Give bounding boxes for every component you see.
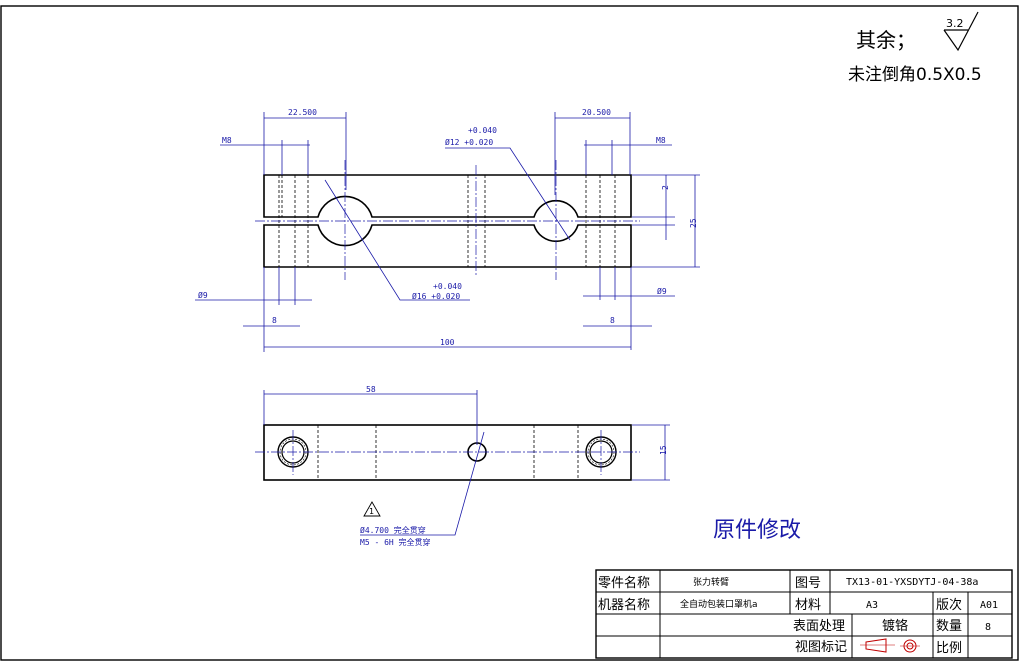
tb-scale-label: 比例 (936, 641, 962, 656)
dim-overall-length: 100 (440, 338, 455, 347)
tb-drawing-no: TX13-01-YXSDYTJ-04-38a (846, 577, 978, 588)
tb-version-label: 版次 (936, 597, 962, 613)
dim-bore-small-tol: +0.040 (468, 126, 497, 135)
dim-hole-right: Ø9 (657, 286, 667, 296)
tb-part-name-label: 零件名称 (598, 575, 650, 591)
dim-thread-right: M8 (656, 136, 666, 145)
dim-thickness: 15 (659, 445, 668, 455)
dim-thread-left: M8 (222, 136, 232, 145)
revision-note: 原件修改 (713, 518, 801, 543)
hole-note-2: M5 - 6H 完全贯穿 (360, 537, 431, 547)
tb-qty: 8 (985, 622, 991, 633)
dim-slot-gap: 2 (661, 185, 670, 190)
dim-top-left-width: 22.500 (288, 108, 317, 117)
tb-part-name: 张力转臂 (693, 576, 729, 588)
tb-material: A3 (866, 600, 878, 611)
tb-material-label: 材料 (795, 598, 821, 613)
front-view-dimensions: 22.500 20.500 M8 M8 +0.040 Ø12 +0.020 +0… (195, 108, 700, 352)
tb-machine: 全自动包装口罩机a (680, 598, 758, 610)
sheet-border (0, 5, 1019, 661)
dim-offset-left: 8 (272, 316, 277, 325)
projection-symbol-icon (860, 638, 920, 653)
title-block: 零件名称 张力转臂 图号 TX13-01-YXSDYTJ-04-38a 机器名称… (595, 569, 1013, 659)
front-view (255, 160, 640, 280)
roughness-label: 其余； (856, 28, 916, 52)
tb-machine-label: 机器名称 (598, 597, 650, 613)
tb-version: A01 (980, 600, 998, 611)
dim-height: 25 (689, 218, 698, 228)
revision-triangle: 1 (363, 501, 381, 517)
roughness-value: 3.2 (946, 17, 964, 30)
dim-bore-large: Ø16 +0.020 (412, 291, 460, 301)
hole-note-1: Ø4.700 完全贯穿 (360, 525, 426, 535)
top-view-dimensions: 58 15 1 Ø4.700 完全贯穿 M5 - 6H 完全贯穿 (263, 385, 670, 547)
roughness-symbol: 3.2 (943, 11, 979, 52)
tb-drawing-no-label: 图号 (795, 576, 821, 591)
rev-symbol: 1 (369, 507, 374, 516)
top-view (255, 424, 640, 481)
dim-center-offset: 58 (366, 385, 376, 394)
dim-bore-large-tol: +0.040 (433, 282, 462, 291)
dim-bore-small: Ø12 +0.020 (445, 137, 493, 147)
tb-surface: 镀铬 (882, 618, 908, 634)
tb-view-label: 视图标记 (795, 640, 847, 655)
chamfer-note: 未注倒角0.5X0.5 (848, 65, 982, 85)
dim-hole-left: Ø9 (198, 290, 208, 300)
tb-qty-label: 数量 (936, 619, 962, 634)
dim-offset-right: 8 (610, 316, 615, 325)
tb-surface-label: 表面处理 (793, 619, 845, 634)
dim-top-right-width: 20.500 (582, 108, 611, 117)
